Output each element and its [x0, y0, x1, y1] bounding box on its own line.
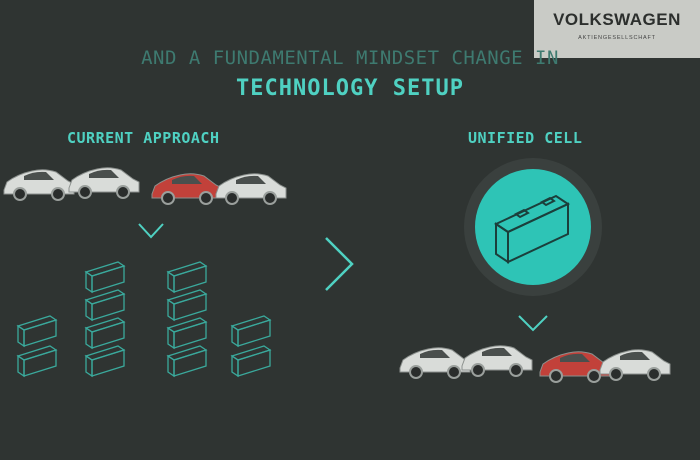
headline-title: TECHNOLOGY SETUP	[236, 76, 464, 101]
car-3	[539, 351, 611, 383]
battery-cells-group	[17, 261, 271, 377]
battery-cell	[85, 289, 125, 321]
unified-cell-heading: UNIFIED CELL	[468, 129, 583, 147]
volkswagen-logo: VOLKSWAGEN AKTIENGESELLSCHAFT	[534, 0, 700, 58]
headline-subtitle: AND A FUNDAMENTAL MINDSET CHANGE IN	[141, 47, 559, 69]
chevron-down-icon	[518, 315, 548, 332]
car-1	[399, 346, 471, 379]
battery-cell	[17, 315, 57, 347]
car-1	[3, 168, 75, 201]
car-4	[215, 172, 287, 205]
car-2	[68, 166, 140, 199]
logo-subtitle: AKTIENGESELLSCHAFT	[578, 35, 656, 41]
battery-cell	[167, 261, 207, 293]
car-4	[599, 348, 671, 381]
battery-cell	[167, 317, 207, 349]
battery-cell	[85, 317, 125, 349]
current-approach-cars	[3, 166, 287, 205]
unified-cell-circle	[464, 158, 602, 296]
logo-brand: VOLKSWAGEN	[553, 10, 681, 29]
chevron-down-icon	[138, 223, 164, 239]
chevron-right-icon	[325, 237, 354, 291]
car-2	[461, 344, 533, 377]
battery-cell	[231, 315, 271, 347]
current-approach-heading: CURRENT APPROACH	[67, 129, 220, 147]
battery-cell	[17, 345, 57, 377]
battery-cell	[231, 345, 271, 377]
unified-approach-cars	[399, 344, 671, 383]
battery-cell	[167, 345, 207, 377]
unified-battery-cell-icon	[493, 194, 571, 264]
car-3	[151, 173, 223, 205]
battery-cell	[85, 261, 125, 293]
battery-cell	[167, 289, 207, 321]
battery-cell	[85, 345, 125, 377]
